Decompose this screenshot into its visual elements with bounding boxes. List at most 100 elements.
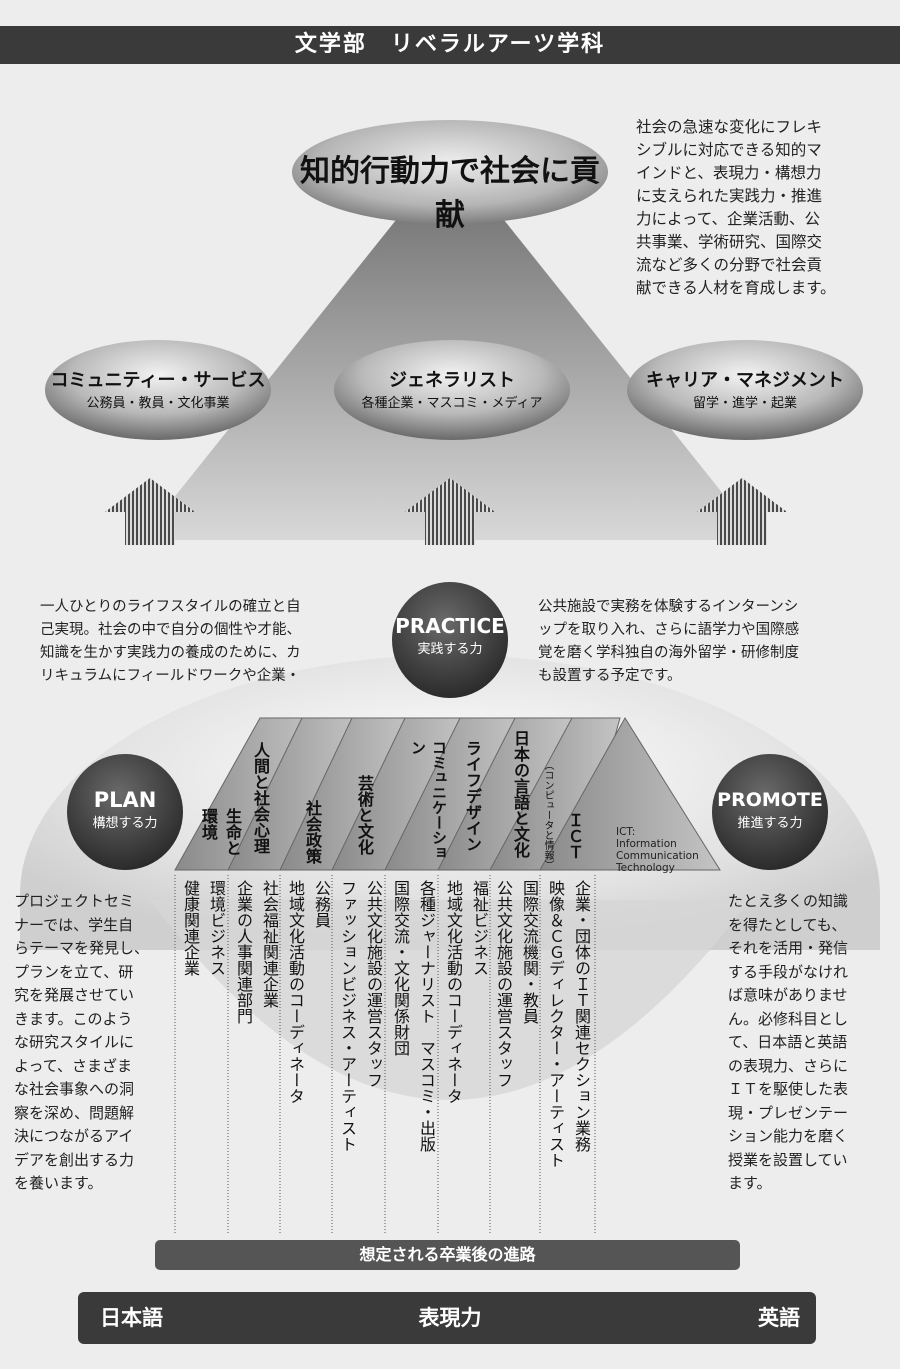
skill-english: 英語 <box>758 1306 800 1330</box>
text-line: 一人ひとりのライフスタイルの確立と自 <box>40 599 301 615</box>
intro-line: 流など多くの分野で社会貢 <box>636 256 823 274</box>
field-dividers <box>174 875 596 1235</box>
career-subtitle: 留学・進学・起業 <box>692 396 797 411</box>
career-subtitle: 公務員・教員・文化事業 <box>86 396 230 411</box>
text-line: な社会事象への洞 <box>14 1080 135 1098</box>
plan-sub: 構想する力 <box>92 816 158 831</box>
career-ellipse-center <box>334 340 570 440</box>
promote-label: PROMOTE 推進する力 <box>706 786 834 834</box>
career-ellipse-right <box>627 340 863 440</box>
text-line: 現・プレゼンテー <box>728 1103 849 1122</box>
text-line: よって、さまざま <box>14 1056 133 1075</box>
intro-line: 社会の急速な変化にフレキ <box>636 118 823 136</box>
field-title: コミュニケーション <box>409 740 448 860</box>
field-careers: 福祉ビジネス 地域文化活動のコーディネータ <box>444 880 489 1104</box>
career-generalist: ジェネラリスト 各種企業・マスコミ・メディア <box>334 368 570 414</box>
page-title: 文学部 リベラルアーツ学科 <box>294 32 606 57</box>
text-line: 授業を設置してい <box>728 1150 848 1169</box>
text-line: ップを取り入れ、さらに語学力や国際感 <box>538 622 800 638</box>
career-title: コミュニティー・サービス <box>50 370 266 391</box>
field-careers: 各種ジャーナリスト マスコミ・出版 国際交流・文化関係財団 <box>391 880 436 1152</box>
intro-line: 力によって、企業活動、公 <box>636 210 820 228</box>
text-line: 察を深め、問題解 <box>14 1103 135 1122</box>
text-line: を養います。 <box>14 1174 103 1192</box>
intro-line: シブルに対応できる知的マ <box>636 141 822 159</box>
plan-label: PLAN 構想する力 <box>67 786 183 834</box>
goal-ellipse <box>292 120 608 224</box>
text-line: 知識を生かす実践力の養成のために、カ <box>40 645 301 661</box>
intro-line: 献できる人材を育成します。 <box>636 279 836 297</box>
field-title: ライフデザイン <box>463 740 482 852</box>
intro-line: インドと、表現力・構想力 <box>636 164 822 182</box>
text-line: ション能力を磨く <box>728 1127 849 1145</box>
text-line: を得たとしても、 <box>728 915 847 934</box>
practice-label: PRACTICE 実践する力 <box>392 612 508 660</box>
field-title: ＩＣＴ <box>565 812 584 860</box>
practice-sub: 実践する力 <box>417 642 483 657</box>
field-careers: 社会福祉関連企業 企業の人事関連部門 <box>234 880 279 1024</box>
skills-bar <box>78 1292 816 1344</box>
text-line: も設置する予定です。 <box>538 668 682 684</box>
plan-circle <box>67 754 183 870</box>
career-subtitle: 各種企業・マスコミ・メディア <box>361 396 543 411</box>
text-line: リキュラムにフィールドワークや企業・ <box>40 668 301 684</box>
career-path-label: 想定される卒業後の進路 <box>359 1245 536 1264</box>
field-title: 日本の言語と文化 <box>511 730 530 858</box>
promote-circle <box>712 754 828 870</box>
field-title: 人間と社会心理 <box>251 742 270 854</box>
text-line: の表現力、さらに <box>728 1056 849 1075</box>
text-line: 覚を磨く学科独自の海外留学・研修制度 <box>538 645 799 661</box>
practice-left-text: 一人ひとりのライフスタイルの確立と自 己実現。社会の中で自分の個性や才能、 知識… <box>40 596 375 688</box>
text-line: 己実現。社会の中で自分の個性や才能、 <box>40 622 301 638</box>
career-management: キャリア・マネジメント 留学・進学・起業 <box>627 368 863 414</box>
intro-line: に支えられた実践力・推進 <box>636 187 823 205</box>
field-careers: 公共文化施設の運営スタッフ ファッションビジネス・アーティスト <box>338 880 383 1152</box>
ict-note-line: ICT: <box>616 826 636 838</box>
career-path-bar <box>155 1240 740 1270</box>
text-line: デアを創出する力 <box>14 1150 135 1169</box>
field-triangles <box>174 717 721 871</box>
career-title: ジェネラリスト <box>389 370 515 391</box>
ict-note-line: Technology <box>616 862 675 874</box>
field-title: 社会政策 <box>303 800 322 864</box>
promote-title: PROMOTE <box>717 789 823 811</box>
field-title: 生命と環境 <box>199 808 242 856</box>
text-line: プランを立て、研 <box>14 962 134 981</box>
career-funnel <box>150 900 750 1100</box>
skill-japanese: 日本語 <box>100 1306 163 1330</box>
text-line: らテーマを発見し、 <box>14 939 150 957</box>
career-community-service: コミュニティー・サービス 公務員・教員・文化事業 <box>45 368 271 414</box>
intro-text: 社会の急速な変化にフレキ シブルに対応できる知的マ インドと、表現力・構想力 に… <box>636 116 876 300</box>
text-line: ＩＴを駆使した表 <box>728 1080 849 1098</box>
header-bar <box>0 26 900 64</box>
up-arrow-center <box>405 478 495 545</box>
text-line: きます。このよう <box>14 1009 133 1028</box>
field-careers: 環境ビジネス 健康関連企業 <box>181 880 226 976</box>
ict-note-line: Communication <box>616 850 699 862</box>
career-title: キャリア・マネジメント <box>646 370 844 391</box>
field-title: 芸術と文化 <box>355 775 374 855</box>
text-line: ば意味がありませ <box>728 986 848 1004</box>
career-ellipse-left <box>45 340 271 440</box>
text-line: て、日本語と英語 <box>728 1033 848 1051</box>
ict-note-line: Information <box>616 838 677 850</box>
promote-sub: 推進する力 <box>737 816 803 831</box>
ict-note: ICT: Information Communication Technolog… <box>616 826 699 874</box>
text-line: ナーでは、学生自 <box>14 915 134 934</box>
text-line: ん。必修科目とし <box>728 1009 849 1028</box>
field-careers: 国際交流機関・教員 公共文化施設の運営スタッフ <box>494 880 539 1088</box>
text-line: 究を発展させてい <box>14 986 135 1004</box>
text-line: 決につながるアイ <box>14 1127 134 1145</box>
text-line: たとえ多くの知識 <box>728 892 849 910</box>
plan-text: プロジェクトセミ ナーでは、学生自 らテーマを発見し、 プランを立て、研 究を発… <box>14 890 174 1196</box>
text-line: ます。 <box>728 1174 772 1192</box>
field-careers: 企業・団体のＩＴ関連セクション業務 映像＆ＣＧディレクター・アーティスト <box>546 880 591 1168</box>
field-careers: 公務員 地域文化活動のコーディネータ <box>286 880 331 1104</box>
goal-title: 知的行動力で社会に貢献 <box>300 154 600 233</box>
text-line: する手段がなけれ <box>728 962 849 981</box>
skill-expression: 表現力 <box>418 1306 482 1330</box>
text-line: それを活用・発信 <box>728 939 849 957</box>
field-note: （コンピュータと情報） <box>542 760 553 870</box>
practice-title: PRACTICE <box>395 614 505 638</box>
